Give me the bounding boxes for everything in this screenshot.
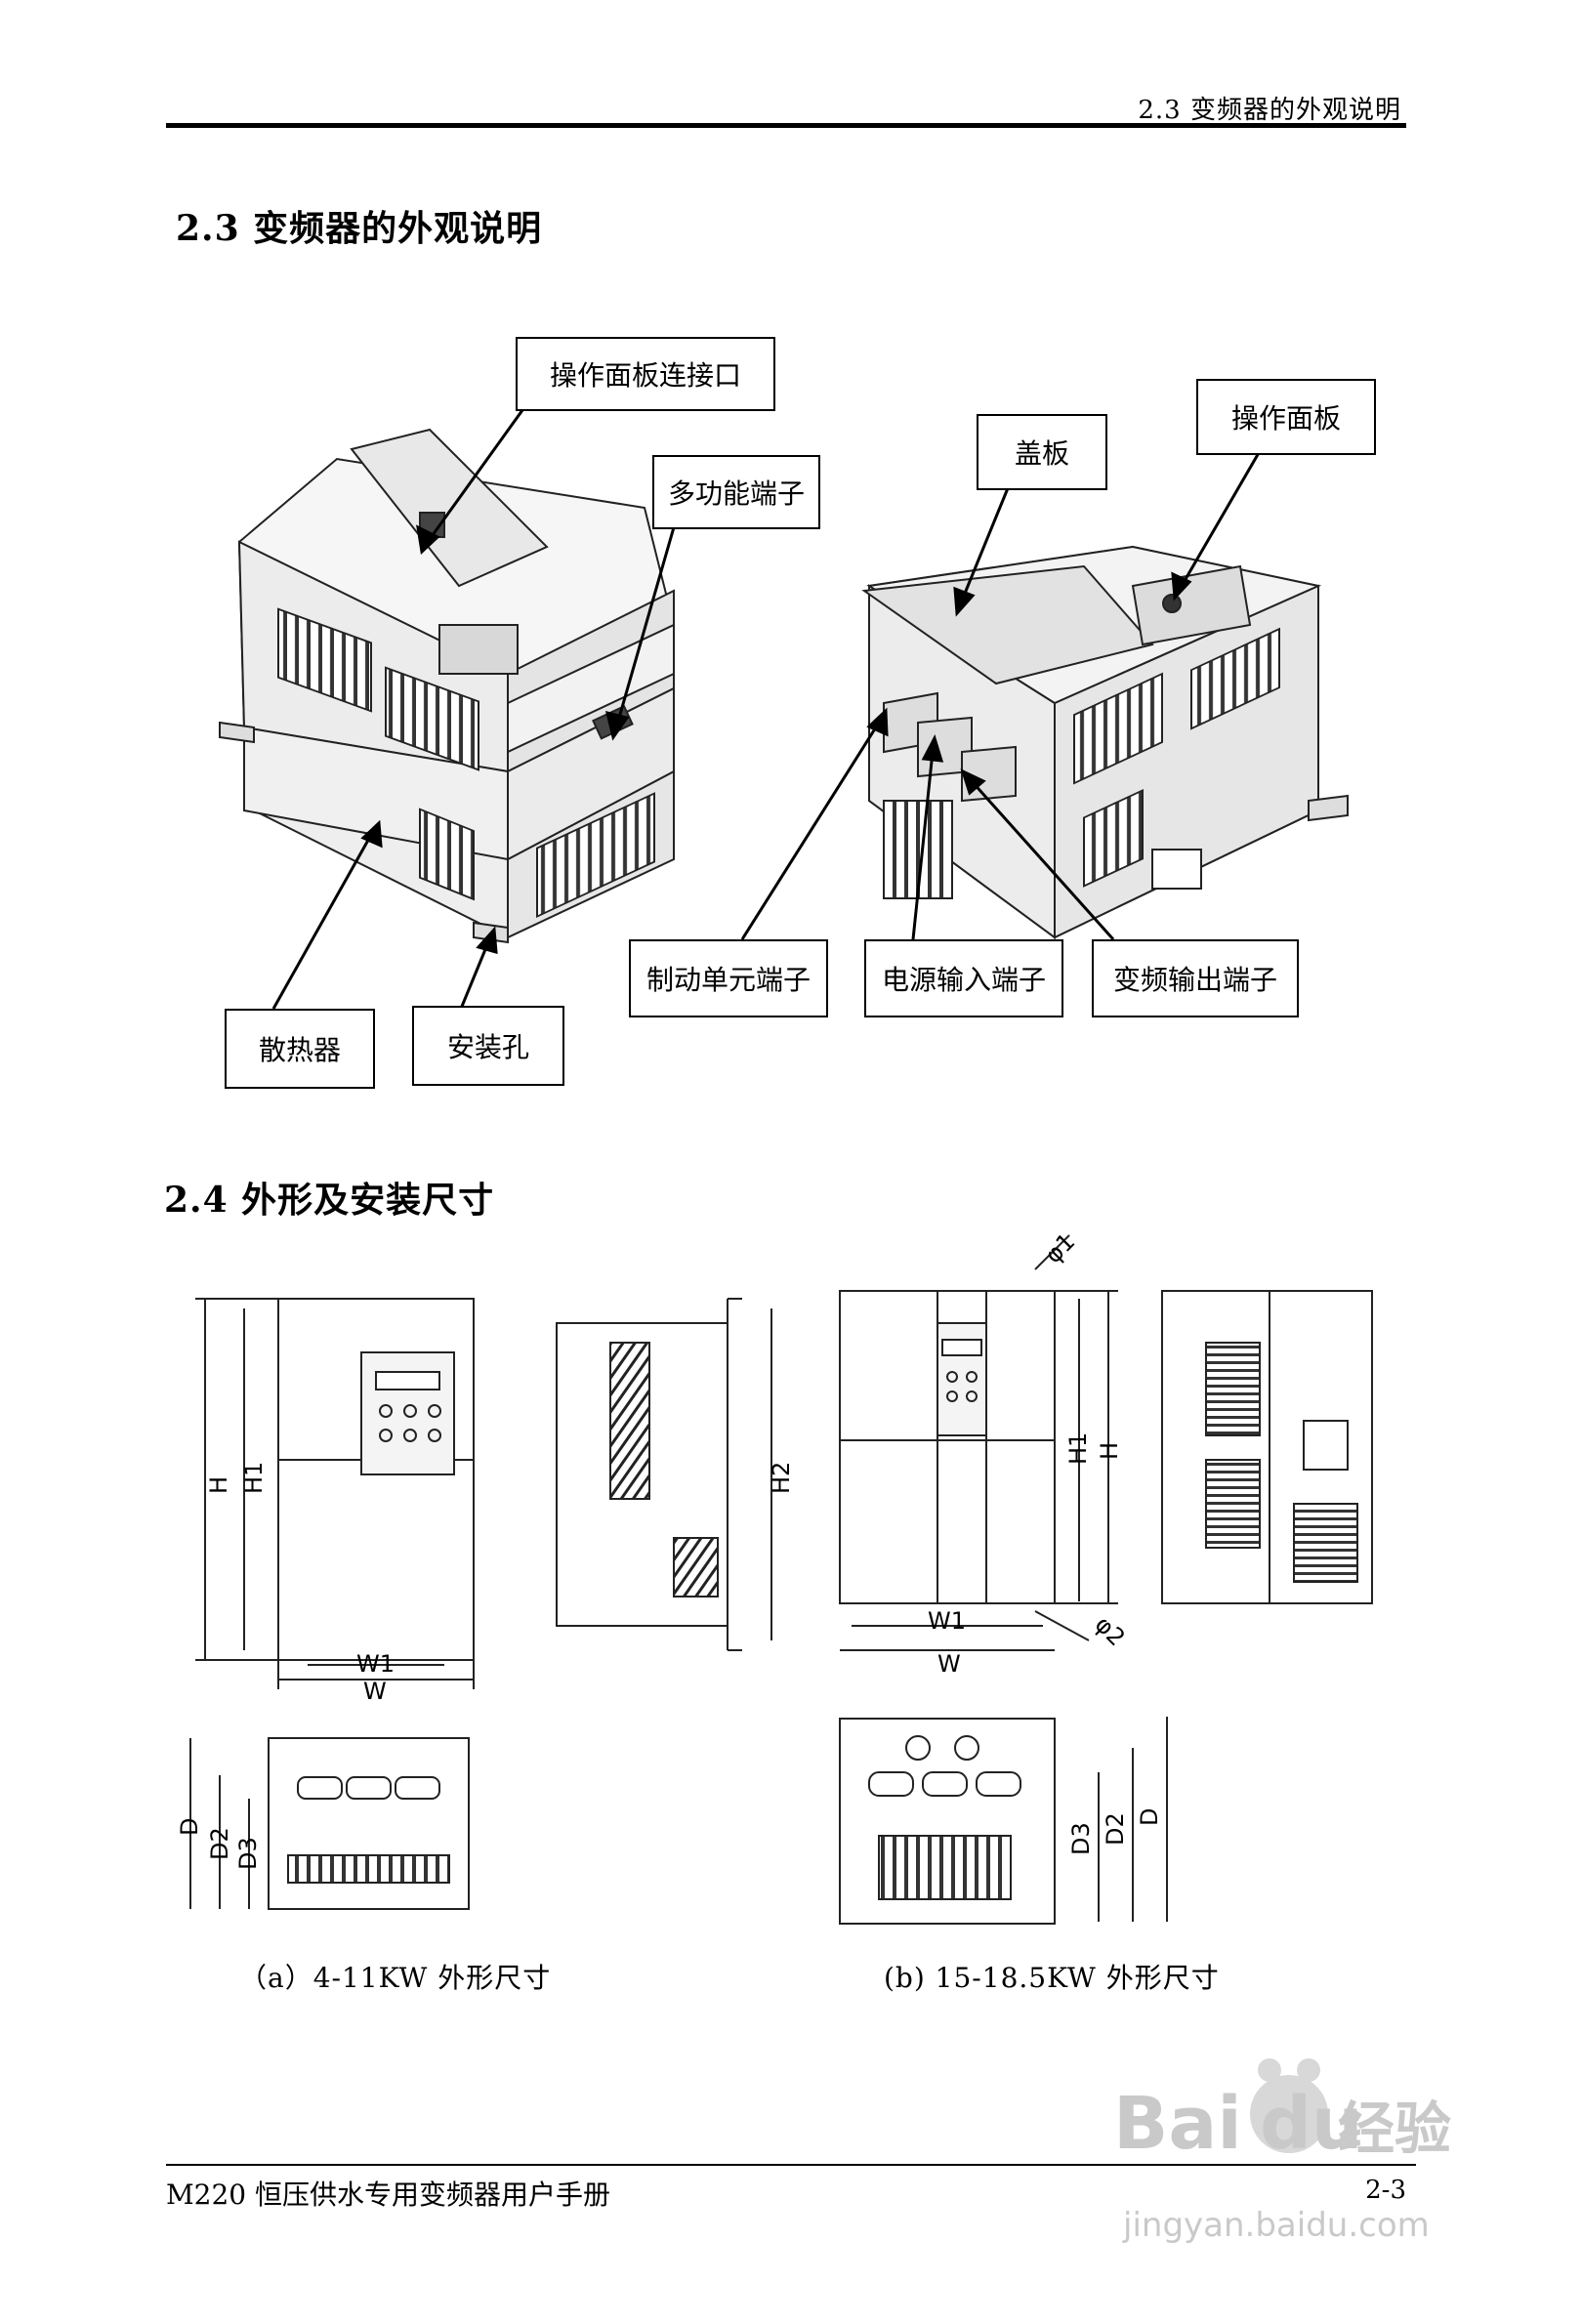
dim-label-H: H: [205, 1476, 232, 1494]
callout-output-terminal: 变频输出端子: [1092, 939, 1299, 1017]
callout-power-in-terminal: 电源输入端子: [864, 939, 1063, 1017]
dim-label-a-D: D: [176, 1818, 203, 1836]
inverter-left-iso-drawing: [219, 428, 676, 944]
header-rule: [166, 123, 1406, 128]
dim-drawing-b-front: [839, 1234, 1118, 1651]
running-header: 2.3 变频器的外观说明: [1138, 96, 1401, 125]
dim-label-b-D3: D3: [1067, 1822, 1095, 1855]
dim-label-W: W: [363, 1678, 387, 1705]
dim-label-b-W: W: [937, 1650, 961, 1678]
watermark-url: jingyan.baidu.com: [1122, 2206, 1430, 2245]
callout-multi-terminal: 多功能端子: [652, 455, 820, 529]
dim-label-b-W1: W1: [928, 1607, 966, 1635]
callout-mount-hole: 安装孔: [412, 1006, 564, 1086]
baidu-jingyan-watermark: Bai du 经验 jingyan.baidu.com: [1113, 2058, 1451, 2245]
callout-panel: 操作面板: [1196, 379, 1376, 455]
dim-drawing-a-front: [195, 1298, 475, 1689]
caption-b: (b) 15-18.5KW 外形尺寸: [884, 1962, 1220, 1994]
watermark-jingyan: 经验: [1338, 2096, 1451, 2162]
dim-label-b-D: D: [1136, 1808, 1163, 1826]
callout-heatsink: 散热器: [225, 1009, 375, 1089]
dim-drawing-b-bottom: [839, 1717, 1168, 1925]
dim-label-b-H: H: [1096, 1442, 1123, 1460]
watermark-brand: Bai: [1113, 2082, 1242, 2166]
dim-label-phi1: φ1: [1039, 1227, 1080, 1268]
section-2-3-title: 2.3 变频器的外观说明: [176, 208, 543, 249]
dim-drawing-b-side: [1161, 1290, 1373, 1604]
dim-label-H2: H2: [768, 1462, 795, 1494]
dim-label-a-D2: D2: [206, 1827, 233, 1860]
footer-manual-title: M220 恒压供水专用变频器用户手册: [166, 2179, 611, 2211]
dim-drawing-a-side: [556, 1298, 772, 1651]
dim-drawing-a-bottom: [189, 1737, 470, 1910]
dim-label-b-H1: H1: [1064, 1432, 1092, 1465]
dim-label-phi2: φ2: [1090, 1610, 1131, 1651]
footer-page-number: 2-3: [1365, 2176, 1406, 2205]
inverter-right-iso-drawing: [861, 545, 1349, 939]
callout-panel-port: 操作面板连接口: [516, 337, 775, 411]
dim-label-H1: H1: [240, 1462, 268, 1494]
dim-label-a-D3: D3: [234, 1837, 262, 1870]
dim-label-W1: W1: [356, 1650, 395, 1678]
dim-label-b-D2: D2: [1102, 1812, 1129, 1846]
section-2-4-title: 2.4 外形及安装尺寸: [164, 1180, 495, 1221]
watermark-brand2: du: [1260, 2082, 1363, 2166]
callout-leaders: [271, 409, 1262, 1010]
footer-rule: [166, 2164, 1416, 2166]
callout-cover: 盖板: [977, 414, 1107, 490]
caption-a: （a）4-11KW 外形尺寸: [239, 1962, 552, 1994]
callout-brake-terminal: 制动单元端子: [629, 939, 828, 1017]
